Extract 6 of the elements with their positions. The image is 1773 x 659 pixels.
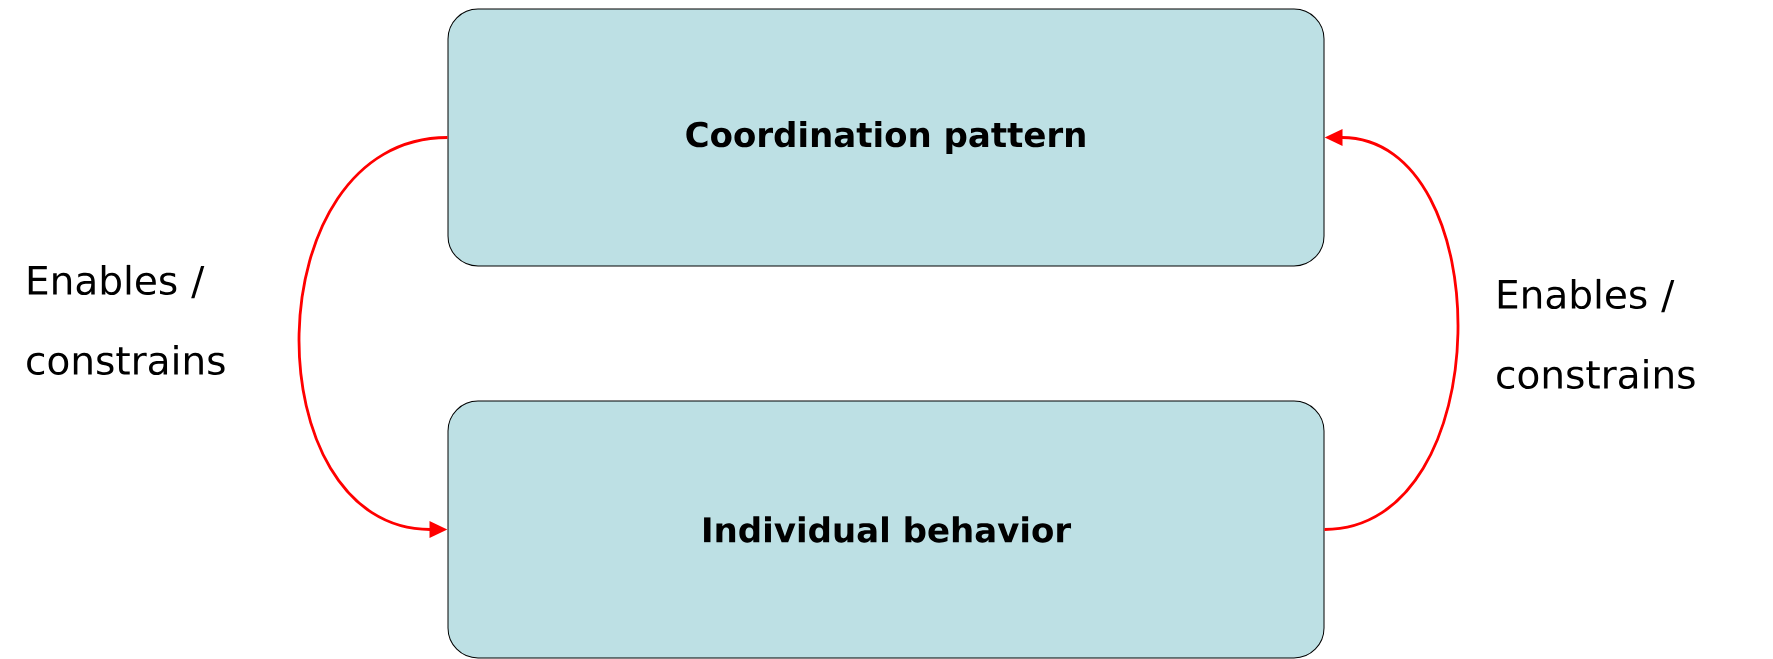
process-box: Coordination pattern: [447, 8, 1325, 267]
edge-label: Enables / constrains: [27, 264, 225, 376]
curved-arrow: [297, 136, 448, 538]
edge-label: Enables / constrains: [1497, 278, 1695, 390]
curved-arrow: [1324, 129, 1460, 531]
process-box: Individual behavior: [447, 400, 1325, 659]
